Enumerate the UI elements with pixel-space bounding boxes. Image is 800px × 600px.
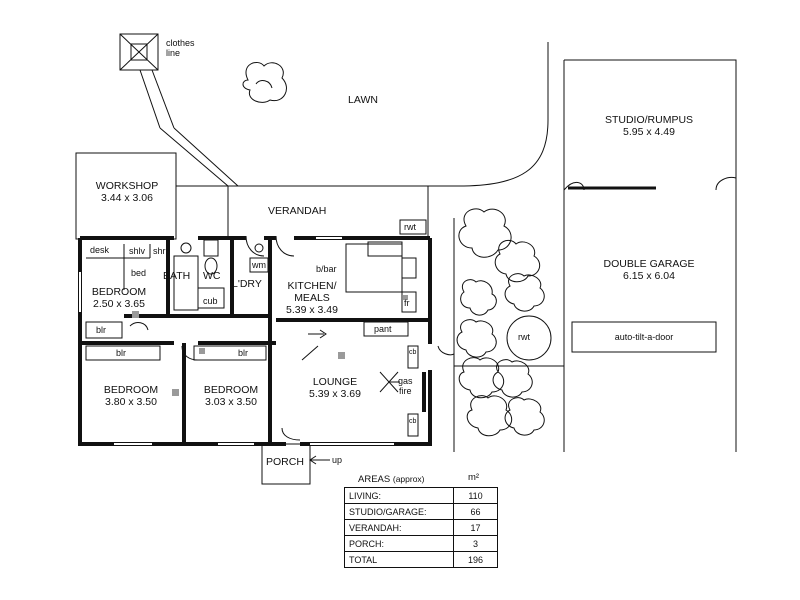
- lounge-dim: 5.39 x 3.69: [309, 388, 361, 401]
- cb-label-1: cb: [409, 349, 417, 356]
- bedroom-3-dim: 3.03 x 3.50: [205, 396, 257, 409]
- desk-label: desk: [90, 245, 110, 255]
- bedroom-2-dim: 3.80 x 3.50: [105, 396, 157, 409]
- workshop-dim: 3.44 x 3.06: [101, 192, 153, 205]
- garage-dim: 6.15 x 6.04: [623, 270, 675, 283]
- areas-title: AREAS (approx): [358, 474, 425, 485]
- area-value: 110: [453, 487, 498, 504]
- bedroom-1-dim: 2.50 x 3.65: [93, 298, 145, 311]
- gas-fire-line-2: fire: [399, 386, 412, 397]
- bedroom-3-label: BEDROOM 3.03 x 3.50: [196, 384, 266, 408]
- table-row: VERANDAH:17: [344, 519, 498, 536]
- areas-title-text: AREAS: [358, 474, 391, 485]
- bedroom-1-label: BEDROOM 2.50 x 3.65: [82, 286, 156, 310]
- kitchen-dim: 5.39 x 3.49: [286, 304, 338, 317]
- bedroom-3-name: BEDROOM: [203, 384, 259, 396]
- areas-header: AREAS (approx) m²: [344, 471, 498, 487]
- bedroom-2-label: BEDROOM 3.80 x 3.50: [96, 384, 166, 408]
- area-label: VERANDAH:: [344, 519, 454, 536]
- kitchen-name2: MEALS: [294, 292, 330, 305]
- blr-label-2: blr: [116, 348, 127, 358]
- bed-label: bed: [131, 268, 147, 278]
- studio-dim: 5.95 x 4.49: [623, 126, 675, 139]
- garage-door-label: auto-tilt-a-door: [614, 332, 674, 342]
- laundry-label: L'DRY: [232, 278, 262, 290]
- pantry-label: pant: [374, 324, 392, 334]
- cub-label: cub: [203, 296, 218, 306]
- garage-name: DOUBLE GARAGE: [603, 258, 695, 270]
- table-row: STUDIO/GARAGE:66: [344, 503, 498, 520]
- rwt-tank: [506, 315, 552, 361]
- studio-name: STUDIO/RUMPUS: [604, 114, 694, 126]
- gas-fire-line-1: gas: [398, 376, 413, 386]
- area-value: 66: [453, 503, 498, 520]
- fridge-label: fr: [404, 298, 410, 308]
- shr-label: shr: [153, 246, 166, 256]
- areas-title-note: (approx): [392, 474, 425, 484]
- table-row: LIVING:110: [344, 487, 498, 504]
- lounge-label: LOUNGE 5.39 x 3.69: [300, 376, 370, 400]
- lawn-shrub: [242, 62, 287, 103]
- rwt-top-label: rwt: [404, 222, 416, 232]
- workshop-name: WORKSHOP: [95, 180, 159, 192]
- area-label: PORCH:: [344, 535, 454, 552]
- yard-trees: [456, 208, 552, 437]
- shlv-label: shlv: [129, 246, 146, 256]
- studio-label: STUDIO/RUMPUS 5.95 x 4.49: [596, 114, 702, 138]
- clothes-line-symbol: [119, 33, 175, 129]
- area-value: 196: [453, 551, 498, 568]
- blr-label-3: blr: [238, 348, 249, 358]
- markers: [132, 295, 408, 396]
- garage-label: DOUBLE GARAGE 6.15 x 6.04: [590, 258, 708, 282]
- garage-door-outline: [571, 321, 717, 353]
- bedroom-1-name: BEDROOM: [91, 286, 147, 298]
- verandah-label: VERANDAH: [268, 205, 327, 217]
- blr-label-1: blr: [96, 325, 107, 335]
- area-value: 3: [453, 535, 498, 552]
- gas-fire-label: gas fire: [398, 376, 413, 397]
- area-label: TOTAL: [344, 551, 454, 568]
- area-value: 17: [453, 519, 498, 536]
- porch-label: PORCH: [266, 456, 304, 468]
- up-label: up: [332, 455, 343, 465]
- table-row: PORCH:3: [344, 535, 498, 552]
- kitchen-label: KITCHEN/ MEALS 5.39 x 3.49: [280, 280, 344, 316]
- rwt-yard-label: rwt: [518, 332, 530, 342]
- areas-unit: m²: [468, 472, 480, 483]
- lawn-label: LAWN: [348, 94, 378, 106]
- bath-label: BATH: [163, 270, 191, 282]
- cb-label-2: cb: [409, 418, 417, 425]
- bbar-label: b/bar: [316, 264, 337, 274]
- wc-label: WC: [203, 270, 221, 282]
- clothes-line-label: clothes line: [166, 38, 195, 59]
- workshop-label: WORKSHOP 3.44 x 3.06: [86, 180, 168, 204]
- area-label: LIVING:: [344, 487, 454, 504]
- area-label: STUDIO/GARAGE:: [344, 503, 454, 520]
- wm-label: wm: [252, 260, 266, 270]
- lounge-name: LOUNGE: [312, 376, 358, 388]
- kitchen-name: KITCHEN/: [287, 280, 337, 292]
- bedroom-2-name: BEDROOM: [103, 384, 159, 396]
